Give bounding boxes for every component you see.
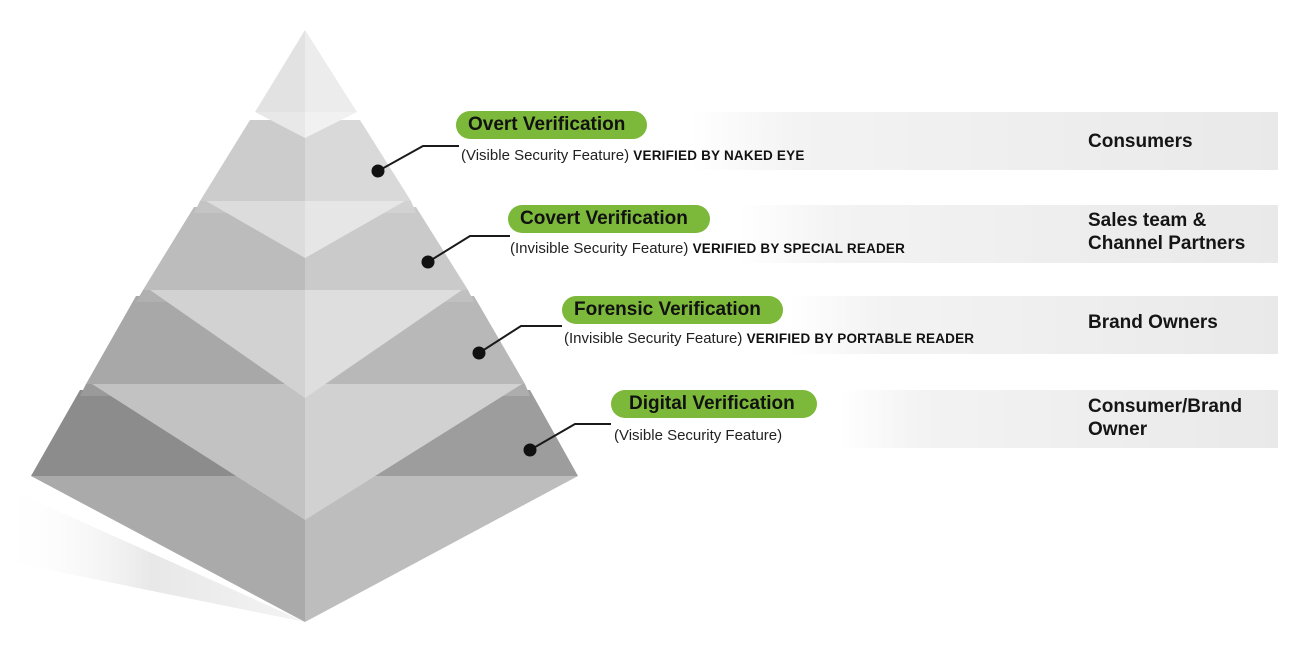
- tier-method-overt: VERIFIED BY NAKED EYE: [633, 148, 805, 163]
- callout-dot-overt: [371, 164, 385, 178]
- audience-band-digital: [840, 390, 1278, 448]
- callout-line-overt: [377, 145, 459, 172]
- tier-method-forensic: VERIFIED BY PORTABLE READER: [746, 331, 975, 346]
- audience-band-covert: [740, 205, 1278, 263]
- audience-overt: Consumers: [1088, 131, 1193, 152]
- tier-method-covert: VERIFIED BY SPECIAL READER: [692, 241, 906, 256]
- tier-title-overt: Overt Verification: [456, 111, 648, 139]
- audience-covert: Sales team & Channel Partners: [1088, 210, 1246, 254]
- callout-dot-digital: [523, 443, 537, 457]
- tier-title-forensic: Forensic Verification: [562, 296, 783, 324]
- audience-forensic: Brand Owners: [1088, 312, 1218, 333]
- tier-title-covert: Covert Verification: [508, 205, 710, 233]
- tier-desc-digital: (Visible Security Feature): [614, 427, 782, 444]
- audience-band-overt: [690, 112, 1278, 170]
- pyramid-apex: [255, 30, 357, 138]
- tier-desc-overt: (Visible Security Feature) VERIFIED BY N…: [461, 147, 805, 164]
- callout-line-forensic: [478, 325, 562, 354]
- callout-dot-forensic: [472, 346, 486, 360]
- pyramid-tier-overt: [200, 120, 411, 258]
- tier-paren-covert: (Invisible Security Feature): [510, 240, 689, 257]
- tier-desc-forensic: (Invisible Security Feature) VERIFIED BY…: [564, 330, 974, 347]
- tier-paren-overt: (Visible Security Feature): [461, 147, 630, 164]
- audience-band-forensic: [790, 296, 1278, 354]
- tier-desc-covert: (Invisible Security Feature) VERIFIED BY…: [510, 240, 905, 257]
- audience-digital: Consumer/Brand Owner: [1088, 396, 1243, 440]
- tier-paren-digital: (Visible Security Feature): [614, 427, 783, 444]
- tier-paren-forensic: (Invisible Security Feature): [564, 330, 743, 347]
- callout-line-covert: [427, 235, 510, 263]
- callout-dot-covert: [421, 255, 435, 269]
- pyramid-shadow: [0, 485, 305, 622]
- callout-line-digital: [529, 423, 611, 451]
- tier-title-digital: Digital Verification: [611, 390, 817, 418]
